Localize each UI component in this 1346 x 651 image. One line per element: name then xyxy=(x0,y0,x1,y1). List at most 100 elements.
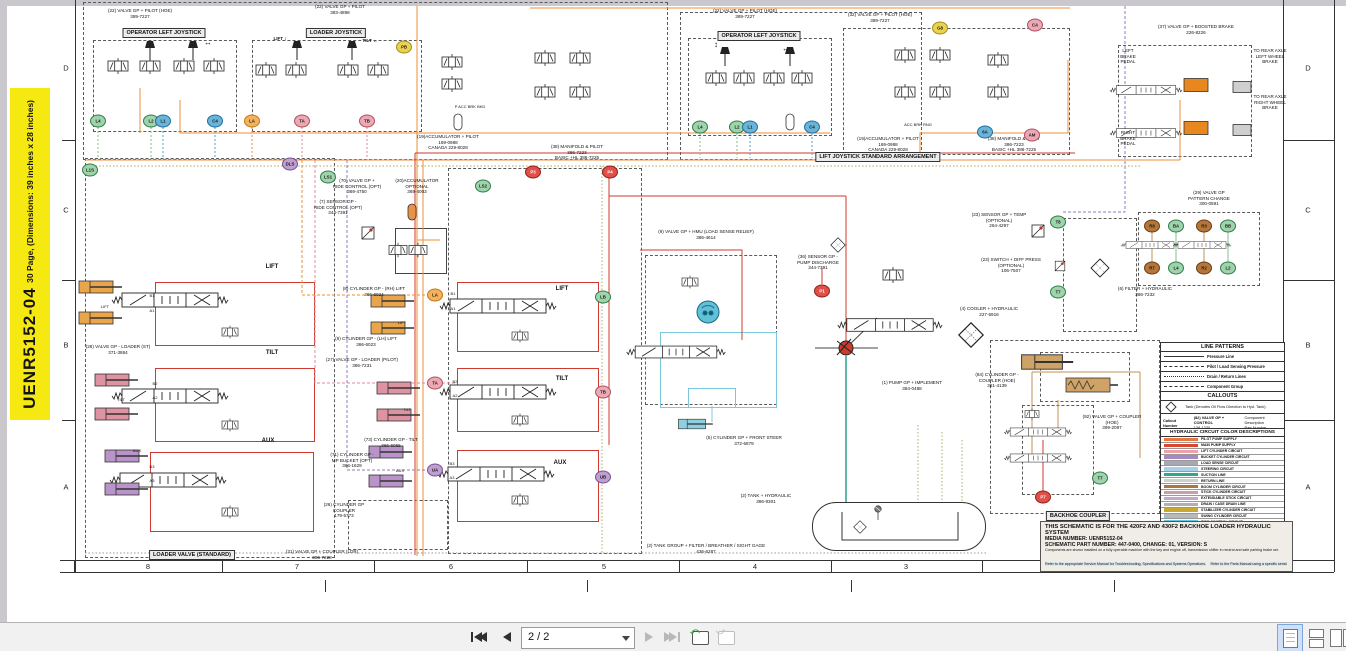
color-legend-row: RETURN LINE xyxy=(1161,478,1284,485)
next-view-button[interactable]: ⤻ xyxy=(716,627,736,647)
line-patterns-title: LINE PATTERNS xyxy=(1161,343,1284,352)
color-circuit-name: DRAIN / CASE DRAIN LINE xyxy=(1201,502,1246,507)
last-page-button[interactable] xyxy=(661,626,683,648)
callout-label: (32) VALVE GP + PILOT (HOE) 389-7227 xyxy=(847,12,913,23)
next-page-button[interactable] xyxy=(638,626,660,648)
frame-right-outer-line xyxy=(1334,0,1335,572)
color-legend-row: MAIN PUMP SUPPLY xyxy=(1161,443,1284,449)
port-circle: TA xyxy=(294,114,310,128)
page-number-combobox[interactable] xyxy=(521,627,635,649)
color-circuit-name: LIFT CYLINDER CIRCUIT xyxy=(1201,449,1243,454)
port-circle: LS2 xyxy=(475,179,491,193)
callout-label: LIFT ↕ xyxy=(273,36,287,41)
pump-symbol xyxy=(836,338,856,356)
cyl-symbol xyxy=(370,321,415,335)
port-circle: P7 xyxy=(1035,490,1051,504)
port-circle: BA xyxy=(1168,219,1184,233)
grid-number: 5 xyxy=(601,562,607,571)
section-caption: LOADER JOYSTICK xyxy=(305,28,367,38)
component-group-box xyxy=(457,368,599,432)
sensor-symbol xyxy=(361,226,375,240)
next-view-arrow-icon: ⤻ xyxy=(716,626,726,636)
grid-letter: D xyxy=(63,63,69,73)
first-page-icon2 xyxy=(479,632,487,642)
grid-divider xyxy=(527,560,528,572)
document-side-banner: UENR5152-04 30 Page, (Dimensions: 39 inc… xyxy=(10,88,50,420)
wire xyxy=(845,317,878,349)
grid-letter: B xyxy=(1305,340,1311,350)
diamond-symbol xyxy=(958,322,984,348)
component-group-box xyxy=(155,282,315,346)
callout-label: P ACC BRK BKD xyxy=(454,104,486,109)
port-circle: P4 xyxy=(602,165,618,179)
previous-view-button[interactable]: ⤺ xyxy=(690,627,710,647)
next-view-frame-icon xyxy=(718,631,735,645)
frame-right-line xyxy=(1283,0,1284,572)
window-left-strip xyxy=(0,0,7,622)
margin-tick xyxy=(325,580,326,592)
continuous-view-button[interactable] xyxy=(1303,624,1329,651)
callout-label: B3 xyxy=(449,461,455,466)
document-dimensions: 30 Page, (Dimensions: 39 inches x 28 inc… xyxy=(25,99,36,283)
color-swatch xyxy=(1164,467,1198,471)
port-circle: CA xyxy=(1027,18,1043,32)
line-pattern-sample xyxy=(1164,366,1204,367)
info-media-number: MEDIA NUMBER: UENR5152-04 xyxy=(1045,536,1123,542)
port-circle: LA xyxy=(427,288,443,302)
callout-label: (6) FILTER + HYDRAULIC 386-7232 xyxy=(1117,286,1173,297)
grid-divider xyxy=(74,560,75,572)
port-circle: LS1 xyxy=(320,170,336,184)
callout-label: (9) VALVE GP + HMU (LOAD SENSE RELIEF) 3… xyxy=(658,229,754,240)
grid-number: 8 xyxy=(145,562,151,571)
port-circle: L1 xyxy=(155,114,171,128)
port-circle: T7 xyxy=(1092,471,1108,485)
color-circuit-name: PILOT PUMP SUPPLY xyxy=(1201,437,1237,442)
component-group-box xyxy=(1118,45,1252,157)
color-circuit-name: SWING CYLINDER CIRCUIT xyxy=(1201,514,1247,519)
component-group-box xyxy=(812,502,986,551)
callout-label: (19)ACCUMULATOR + PILOT 169-0988 CANADA … xyxy=(417,134,479,151)
section-caption: LOADER VALVE (STANDARD) xyxy=(149,550,235,560)
component-group-box xyxy=(150,452,314,532)
frame-bottom-outer-line xyxy=(60,572,1334,573)
callout-label: (38) MANIFOLD & PILOT 386-7223 BASIC +HL… xyxy=(550,144,604,161)
page-number-input[interactable] xyxy=(522,628,620,646)
callout-label: ↔ xyxy=(782,44,790,53)
facing-pages-icon xyxy=(1329,629,1346,647)
callout-label: TILT xyxy=(117,397,125,402)
first-page-button[interactable] xyxy=(468,626,490,648)
callout-label: A1 xyxy=(149,308,155,313)
component-group-box xyxy=(457,450,599,522)
port-circle: C4 xyxy=(804,120,820,134)
port-circle: BB xyxy=(1220,219,1236,233)
callout-label: RIGHT BRAKE PEDAL xyxy=(1120,130,1136,147)
valve-symbol xyxy=(882,266,904,284)
sensor-symbol xyxy=(1031,224,1045,238)
callout-label: (7) SENSOR GP - RIDE CONTROL (OPT) 344-7… xyxy=(313,199,363,216)
last-page-icon2 xyxy=(669,632,677,642)
grid-letter: D xyxy=(1305,63,1311,73)
port-circle: L1S xyxy=(82,163,98,177)
component-group-box xyxy=(457,282,599,352)
color-legend-row: EXTENDABLE STICK CIRCUIT xyxy=(1161,496,1284,502)
facing-pages-view-button[interactable] xyxy=(1329,624,1346,651)
callout-label: (27) VALVE GP - LOADER (PILOT) 386-7231 xyxy=(326,357,398,368)
combo-caret-icon[interactable] xyxy=(622,636,630,641)
port-circle: L4 xyxy=(1168,261,1184,275)
grid-divider xyxy=(374,560,375,572)
color-circuit-name: MAIN PUMP SUPPLY xyxy=(1201,443,1236,448)
single-page-icon xyxy=(1282,628,1298,648)
grid-divider xyxy=(222,560,223,572)
single-page-view-button[interactable] xyxy=(1277,624,1303,651)
margin-tick xyxy=(1114,580,1115,592)
margin-tick xyxy=(851,580,852,592)
color-circuit-name: STEERING CIRCUIT xyxy=(1201,466,1235,471)
schematic-info-block: THIS SCHEMATIC IS FOR THE 420F2 AND 430F… xyxy=(1040,521,1293,572)
previous-page-button[interactable] xyxy=(496,626,518,648)
color-swatch xyxy=(1164,490,1198,495)
port-circle: L4 xyxy=(692,120,708,134)
grid-number: 6 xyxy=(448,562,454,571)
component-group-box xyxy=(1138,212,1260,286)
